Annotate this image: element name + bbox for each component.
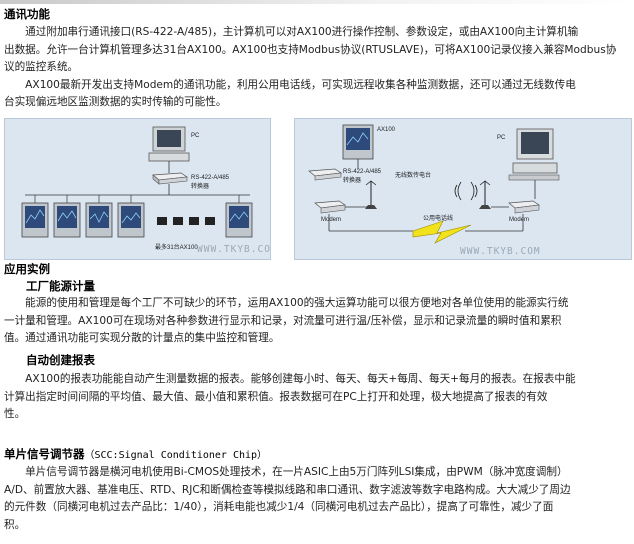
text-line: 的元件数（同横河电机过去产品比：1/40），消耗电能也减少1/4（同横河电机过去…: [4, 501, 554, 513]
section-heading-scc: 单片信号调节器（SCC:Signal Conditioner Chip）: [4, 446, 267, 462]
units-caption: 最多31台AX100: [155, 243, 198, 251]
pc-computer-icon: [148, 126, 190, 162]
modem-device-icon: [508, 200, 540, 214]
subheading-energy-metering: 工厂能源计量: [26, 279, 95, 293]
communication-paragraph: 通过附加串行通讯接口(RS-422-A/485)，主计算机可以对AX100进行操…: [4, 24, 632, 112]
modem-left-label: Modem: [321, 217, 341, 223]
section-heading-communication: 通讯功能: [4, 7, 50, 21]
subheading-auto-report: 自动创建报表: [26, 353, 95, 367]
ax100-unit-icon: [342, 124, 374, 160]
text-line: 通过附加串行通讯接口(RS-422-A/485)，主计算机可以对AX100进行操…: [4, 26, 579, 38]
radio-waves-icon: [454, 181, 478, 201]
top-decoration-strip: [0, 0, 634, 4]
text-line: 计算出指定时间间隔的平均值、最大值、最小值和累积值。报表数据可在PC上打开和处理…: [4, 390, 548, 403]
text-line: 台实现偏远地区监测数据的实时传输的可能性。: [4, 96, 227, 108]
text-line: 出数据。允许一台计算机管理多达31台AX100。AX100也支持Modbus协议…: [4, 43, 617, 56]
text-line: 能源的使用和管理是每个工厂不可缺少的环节，运用AX100的强大运算功能可以很方便…: [4, 297, 569, 309]
antenna-icon: [479, 180, 491, 209]
antenna-icon: [365, 180, 377, 209]
scc-heading-text: 单片信号调节器: [4, 447, 85, 461]
modem-network-illustration: AX100 RS-422-A/485 转换器 无线数传电台: [308, 124, 560, 244]
section-heading-applications: 应用实例: [4, 262, 50, 276]
scc-paragraph: 单片信号调节器是横河电机使用Bi-CMOS处理技术，在一片ASIC上由5万门阵列…: [4, 464, 632, 534]
ax100-unit-icon: [225, 202, 253, 238]
text-line: A/D、前置放大器、基准电压、RTD、RJC和断偶检查等模拟线路和串口通讯、数字…: [4, 483, 571, 496]
lightning-bolt-icon: [412, 220, 472, 244]
scc-heading-suffix: （SCC:Signal Conditioner Chip）: [84, 450, 268, 461]
ellipsis-dots-icon: [157, 217, 215, 225]
text-line: AX100最新开发出支持Modem的通讯功能，利用公用电话线，可实现远程收集各种…: [4, 78, 576, 91]
modem-right-label: Modem: [509, 217, 529, 223]
ax100-unit-icon: [85, 202, 113, 238]
radio-label: 无线数传电台: [395, 171, 431, 179]
pc-label: PC: [191, 133, 200, 139]
text-line: 值。通过通讯功能可实现分散的计量点的集中监控和管理。: [4, 332, 280, 344]
ax100-unit-icon: [53, 202, 81, 238]
ax100-unit-row: [21, 195, 253, 238]
rs485-network-illustration: PC RS-422-A/485 转换器: [21, 126, 253, 251]
auto-report-paragraph: AX100的报表功能能自动产生测量数据的报表。能够创建每小时、每天、每天+每周、…: [4, 371, 632, 424]
converter-box-icon: [152, 172, 188, 185]
ax100-unit-icon: [117, 202, 145, 238]
ax100-unit-icon: [21, 202, 49, 238]
modem-network-diagram: AX100 RS-422-A/485 转换器 无线数传电台: [294, 118, 632, 260]
watermark: WWW.TKYB.COM: [460, 246, 541, 257]
text-line: 性。: [4, 408, 26, 420]
converter-sublabel: 转换器: [343, 176, 361, 184]
energy-metering-paragraph: 能源的使用和管理是每个工厂不可缺少的环节，运用AX100的强大运算功能可以很方便…: [4, 295, 632, 348]
converter-sublabel: 转换器: [191, 182, 209, 190]
watermark: WWW.TKYB.COM: [197, 244, 271, 255]
modem-device-icon: [314, 200, 346, 214]
text-line: AX100的报表功能能自动产生测量数据的报表。能够创建每小时、每天、每天+每周、…: [4, 373, 576, 385]
ax100-label: AX100: [377, 127, 396, 133]
phone-line-label: 公用电话线: [423, 214, 453, 222]
converter-label: RS-422-A/485: [191, 175, 230, 181]
rs485-network-diagram: PC RS-422-A/485 转换器: [4, 118, 271, 260]
converter-box-icon: [308, 168, 342, 181]
text-line: 一计量和管理。AX100可在现场对各种参数进行显示和记录，对流量可进行温/压补偿…: [4, 314, 562, 327]
pc-label: PC: [497, 135, 506, 141]
converter-label: RS-422-A/485: [343, 169, 382, 175]
text-line: 议的监控系统。: [4, 61, 79, 73]
pc-computer-icon: [508, 128, 560, 181]
text-line: 积。: [4, 518, 26, 531]
text-line: 单片信号调节器是横河电机使用Bi-CMOS处理技术，在一片ASIC上由5万门阵列…: [4, 466, 568, 478]
